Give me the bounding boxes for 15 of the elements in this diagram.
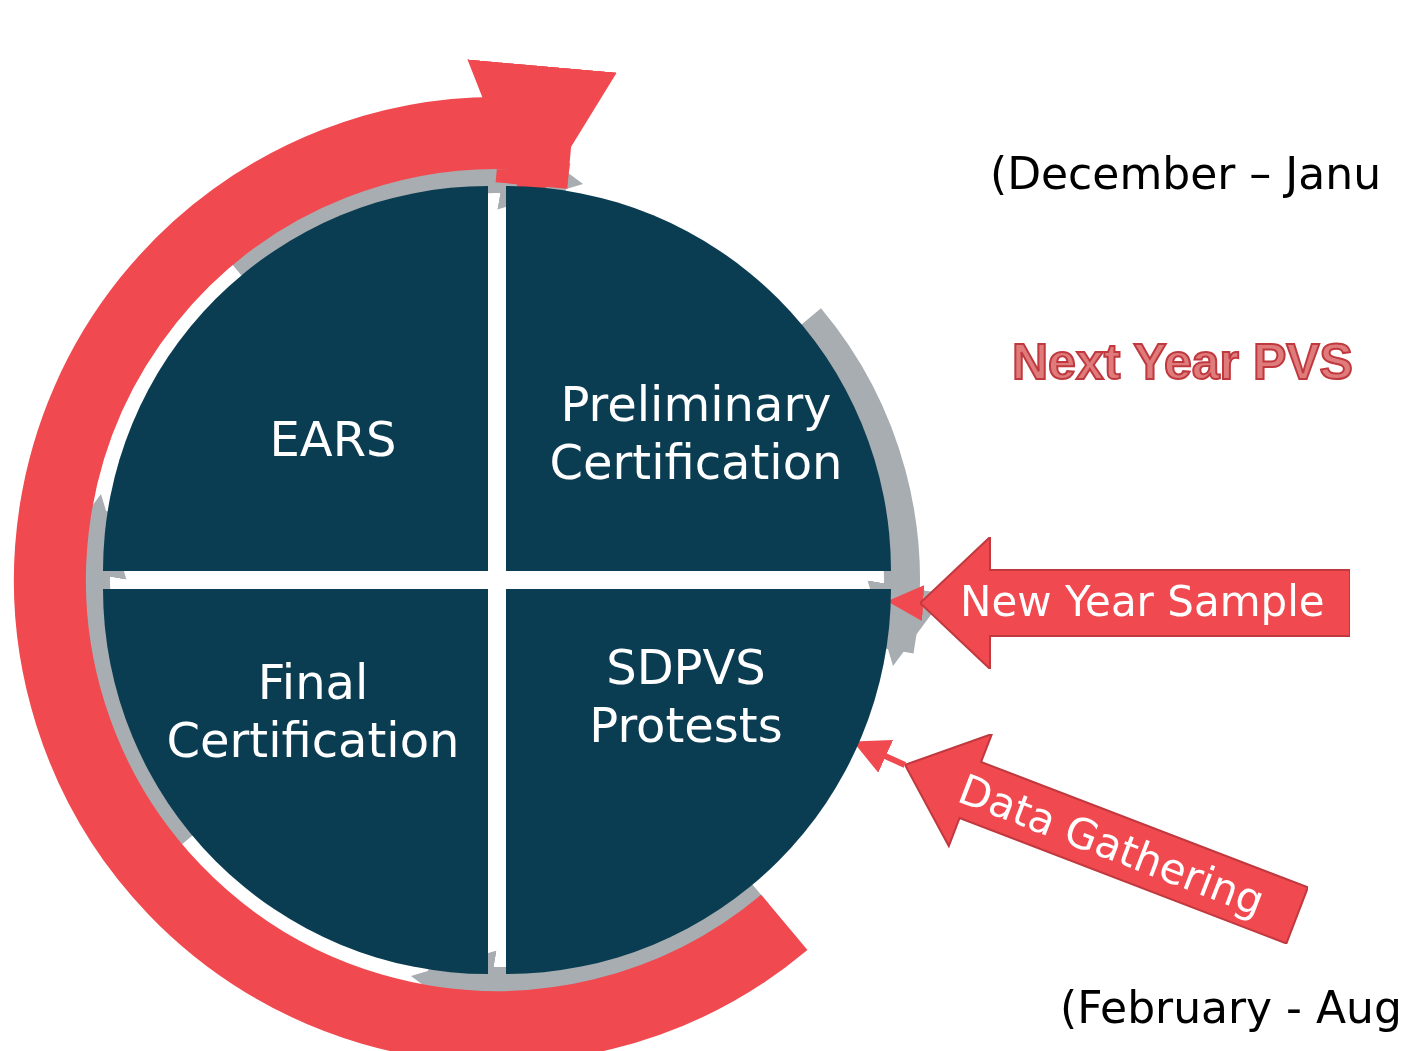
segment-label: Final Certification bbox=[165, 654, 461, 770]
block-arrow bbox=[905, 734, 1308, 944]
heading-text: Next Year PVS bbox=[1012, 333, 1353, 391]
quadrant-segment bbox=[506, 589, 891, 974]
quadrant-segment bbox=[506, 186, 891, 571]
segment-label: Preliminary Certification bbox=[548, 376, 844, 492]
segment-label: SDPVS Protests bbox=[588, 639, 784, 755]
quadrant-segment bbox=[103, 589, 488, 974]
date-range-text: (February - Aug bbox=[1060, 982, 1402, 1033]
arrow bbox=[14, 59, 806, 1051]
quadrant-segment bbox=[103, 186, 488, 571]
arrow-label: New Year Sample bbox=[960, 581, 1325, 623]
date-range-text: (December – Janu bbox=[990, 148, 1381, 199]
segment-label: EARS bbox=[268, 411, 398, 469]
block-arrow bbox=[920, 537, 1350, 669]
